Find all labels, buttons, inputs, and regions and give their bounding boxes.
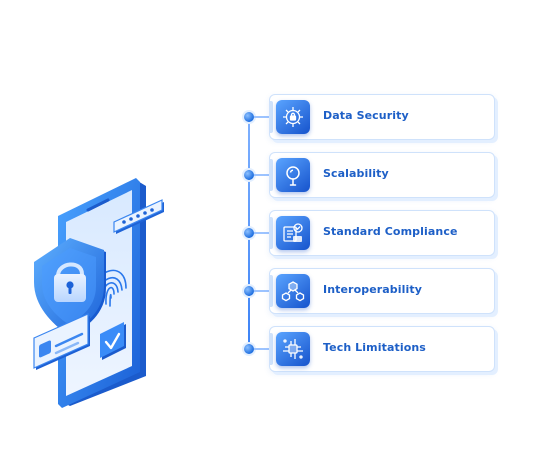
security-gear-icon bbox=[276, 100, 310, 134]
feature-item-tech-limitations[interactable]: Tech Limitations bbox=[244, 326, 496, 374]
compliance-document-icon bbox=[276, 216, 310, 250]
feature-label: Scalability bbox=[323, 167, 389, 180]
timeline-dot bbox=[244, 170, 254, 180]
feature-label: Interoperability bbox=[323, 283, 423, 296]
feature-item-data-security[interactable]: Data Security bbox=[244, 94, 496, 142]
timeline-connector bbox=[254, 232, 269, 234]
connected-cubes-icon bbox=[276, 274, 310, 308]
id-card-icon bbox=[33, 313, 90, 370]
timeline-dot bbox=[244, 344, 254, 354]
feature-label: Tech Limitations bbox=[323, 341, 426, 354]
timeline-dot bbox=[244, 228, 254, 238]
feature-card[interactable]: Standard Compliance bbox=[269, 210, 495, 256]
feature-card[interactable]: Interoperability bbox=[269, 268, 495, 314]
feature-card[interactable]: Tech Limitations bbox=[269, 326, 495, 372]
feature-label: Data Security bbox=[323, 109, 409, 122]
feature-label: Standard Compliance bbox=[323, 225, 458, 238]
timeline-dot bbox=[244, 112, 254, 122]
feature-card[interactable]: Data Security bbox=[269, 94, 495, 140]
feature-card[interactable]: Scalability bbox=[269, 152, 495, 198]
magnifier-icon bbox=[276, 158, 310, 192]
security-illustration bbox=[28, 168, 178, 413]
shield-lock-icon bbox=[34, 238, 106, 336]
timeline-connector bbox=[254, 290, 269, 292]
feature-item-interoperability[interactable]: Interoperability bbox=[244, 268, 496, 316]
timeline-connector bbox=[254, 116, 269, 118]
feature-item-standard-compliance[interactable]: Standard Compliance bbox=[244, 210, 496, 258]
circuit-chip-icon bbox=[276, 332, 310, 366]
password-field-icon bbox=[113, 199, 164, 234]
checkbox-icon bbox=[100, 322, 126, 360]
feature-item-scalability[interactable]: Scalability bbox=[244, 152, 496, 200]
timeline-connector bbox=[254, 174, 269, 176]
timeline-connector bbox=[254, 348, 269, 350]
timeline-dot bbox=[244, 286, 254, 296]
